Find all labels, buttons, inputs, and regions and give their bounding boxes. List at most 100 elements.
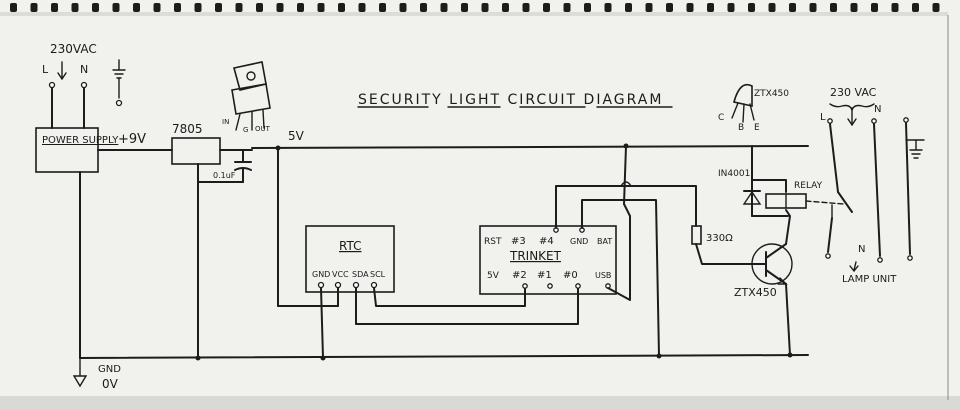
- spiral-hole: [174, 3, 181, 12]
- rtc-pin-sda: SDA: [352, 270, 369, 279]
- spiral-hole: [707, 3, 714, 12]
- lamp-terminal-l: [825, 253, 831, 259]
- spiral-hole: [153, 3, 161, 12]
- resistor-330: [691, 225, 702, 245]
- spiral-hole: [112, 3, 120, 12]
- trinket-pin-bat: BAT: [597, 237, 612, 246]
- spiral-hole: [563, 3, 571, 12]
- zero-v-label: 0V: [102, 377, 119, 391]
- capacitor-symbol: [197, 149, 252, 183]
- trinket-hole-2: [522, 283, 528, 289]
- regulator-label: 7805: [172, 122, 203, 136]
- spiral-binding: [0, 3, 948, 16]
- transistor-pin-c: C: [718, 113, 724, 123]
- trinket-gnd-wire: [581, 199, 660, 357]
- transistor-symbol: [751, 243, 793, 285]
- spiral-hole: [748, 3, 755, 12]
- regulator-package-sketch: IN G OUT: [222, 61, 271, 134]
- neutral-label-left: N: [80, 63, 88, 76]
- reg-pin-in: IN: [222, 118, 229, 126]
- relay-switch-blade: [837, 191, 853, 213]
- spiral-hole: [809, 3, 817, 12]
- plus-9v-label: +9V: [118, 132, 146, 147]
- rail-5v: [251, 145, 809, 149]
- spiral-hole: [399, 3, 407, 12]
- reg-pin-gnd: G: [243, 126, 248, 134]
- relay-switch-out: [827, 217, 833, 253]
- rtc-hole-gnd: [317, 281, 325, 289]
- transistor-collector-wire: [785, 209, 791, 245]
- transistor-package-sketch: ZTX450 C B E: [718, 83, 789, 133]
- trinket-pin-gnd: GND: [570, 237, 588, 246]
- diode-branch-top: [751, 145, 787, 193]
- spiral-hole: [235, 3, 243, 12]
- spiral-hole: [768, 3, 776, 12]
- live-wire-right: [829, 123, 839, 193]
- rtc-module: [305, 225, 395, 293]
- resistor-label: 330Ω: [706, 233, 733, 244]
- spiral-hole: [276, 3, 284, 12]
- ground-rail: [79, 354, 809, 359]
- spiral-hole: [789, 3, 796, 12]
- spiral-hole: [543, 3, 550, 12]
- spiral-hole: [215, 3, 222, 12]
- spiral-hole: [481, 3, 489, 12]
- spiral-hole: [850, 3, 858, 12]
- transistor-pin-e: E: [754, 123, 760, 133]
- spiral-hole: [645, 3, 653, 12]
- transistor-pin-b: B: [738, 123, 744, 133]
- trinket-pin-3: #3: [511, 236, 526, 247]
- rtc-hole-sda: [352, 281, 360, 289]
- power-supply-label: POWER SUPPLY: [42, 135, 119, 146]
- junction-rail-left: [275, 145, 281, 151]
- spiral-hole: [256, 3, 263, 12]
- junction-rail-usb: [623, 143, 629, 149]
- spiral-hole: [522, 3, 530, 12]
- spiral-hole: [584, 3, 591, 12]
- trinket-pin-4: #4: [539, 236, 554, 247]
- trinket-pin4-wire: [555, 185, 697, 229]
- spiral-hole: [830, 3, 837, 12]
- spiral-hole: [625, 3, 632, 12]
- rtc-label: RTC: [339, 239, 361, 253]
- spiral-hole: [10, 3, 17, 12]
- live-label-left: L: [42, 63, 49, 76]
- spiral-hole: [666, 3, 673, 12]
- spiral-hole: [338, 3, 345, 12]
- earth-symbol-left: [112, 59, 126, 107]
- trinket-label: TRINKET: [509, 249, 562, 263]
- neutral-label-right: N: [874, 104, 881, 115]
- trinket-pin-rst: RST: [484, 237, 502, 247]
- spiral-hole: [891, 3, 899, 12]
- rtc-hole-vcc: [334, 281, 342, 289]
- spiral-hole: [379, 3, 386, 12]
- lamp-terminal-n: [877, 257, 883, 263]
- spiral-hole: [71, 3, 79, 12]
- rtc-gnd-wire: [320, 287, 324, 359]
- resistor-to-base-wire: [695, 243, 753, 265]
- trinket-pin-1: #1: [537, 270, 552, 281]
- spiral-hole: [932, 3, 940, 12]
- gnd-label: GND: [98, 364, 121, 375]
- diode-label: IN4001: [718, 169, 750, 179]
- neutral-terminal-left: [80, 81, 88, 89]
- trinket-module: [479, 225, 617, 295]
- transistor-ref-label: ZTX450: [734, 286, 777, 299]
- spiral-hole: [502, 3, 509, 12]
- mains-arrow-right: [847, 107, 857, 127]
- spiral-hole: [317, 3, 325, 12]
- rtc-hole-scl: [370, 281, 378, 289]
- rail-5v-label: 5V: [288, 129, 305, 143]
- neutral-terminal-right: [871, 118, 877, 124]
- trinket-pin-5v: 5V: [487, 271, 500, 281]
- spiral-hole: [358, 3, 366, 12]
- trinket-usb-wire: [607, 145, 631, 301]
- lamp-unit-label: LAMP UNIT: [842, 274, 897, 285]
- spiral-hole: [440, 3, 448, 12]
- reg-pin-out: OUT: [255, 125, 271, 133]
- live-label-right: L: [820, 112, 826, 123]
- spiral-hole: [686, 3, 694, 12]
- diagram-title: SECURITY LIGHT CIRCUIT DIAGRAM: [358, 92, 663, 108]
- regulator-box: [171, 137, 221, 165]
- mains-arrow-left: [57, 61, 67, 81]
